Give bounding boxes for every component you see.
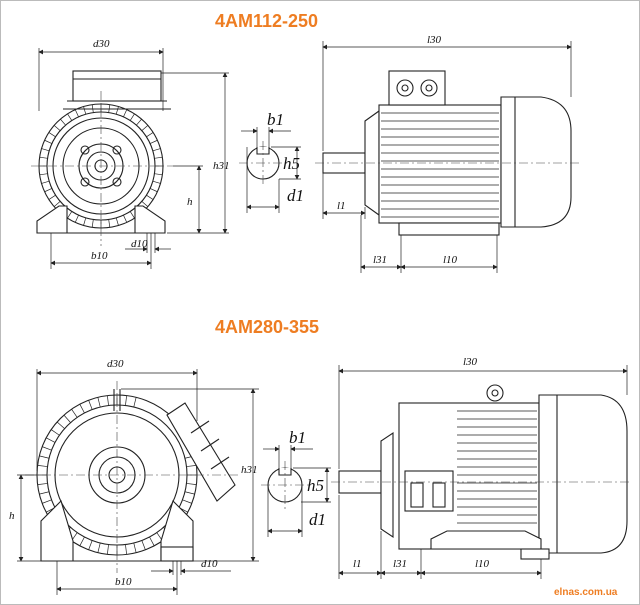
label-b1-top: b1 xyxy=(267,110,284,129)
label-l31-bottom: l31 xyxy=(393,558,407,570)
label-b1-bottom: b1 xyxy=(289,428,306,447)
label-h-bottom: h xyxy=(9,510,15,522)
dimension-labels: d30 l30 h31 h b10 d10 b1 h5 d1 l1 l31 l1… xyxy=(9,34,490,588)
shaft-section-small xyxy=(239,127,301,213)
label-d1-bottom: d1 xyxy=(309,510,326,529)
label-l1-bottom: l1 xyxy=(353,558,362,570)
label-l10-top: l10 xyxy=(443,254,458,266)
label-l30-top: l30 xyxy=(427,34,442,46)
front-view-large-motor xyxy=(17,369,259,595)
label-d10-top: d10 xyxy=(131,238,148,250)
label-l10-bottom: l10 xyxy=(475,558,490,570)
label-h31-bottom: h31 xyxy=(241,464,258,476)
cooling-fins xyxy=(457,410,537,524)
label-l31-top: l31 xyxy=(373,254,387,266)
label-d30-top: d30 xyxy=(93,38,110,50)
label-b10-bottom: b10 xyxy=(115,576,132,588)
label-d1-top: d1 xyxy=(287,186,304,205)
model-title-large: 4АМ280-355 xyxy=(215,317,320,337)
label-h31-top: h31 xyxy=(213,160,230,172)
front-view-small-motor xyxy=(31,48,229,269)
shaft-section-large xyxy=(261,445,331,537)
model-title-small: 4АМ112-250 xyxy=(215,11,319,31)
source-credit: elnas.com.ua xyxy=(554,587,618,598)
cooling-fins xyxy=(381,112,499,218)
side-view-large-motor xyxy=(331,365,631,579)
side-view-small-motor xyxy=(315,41,581,273)
label-h5-bottom: h5 xyxy=(307,476,324,495)
label-h-top: h xyxy=(187,196,193,208)
label-d10-bottom: d10 xyxy=(201,558,218,570)
label-b10-top: b10 xyxy=(91,250,108,262)
label-h5-top: h5 xyxy=(283,154,300,173)
label-d30-bottom: d30 xyxy=(107,358,124,370)
label-l1-top: l1 xyxy=(337,200,346,212)
label-l30-bottom: l30 xyxy=(463,356,478,368)
